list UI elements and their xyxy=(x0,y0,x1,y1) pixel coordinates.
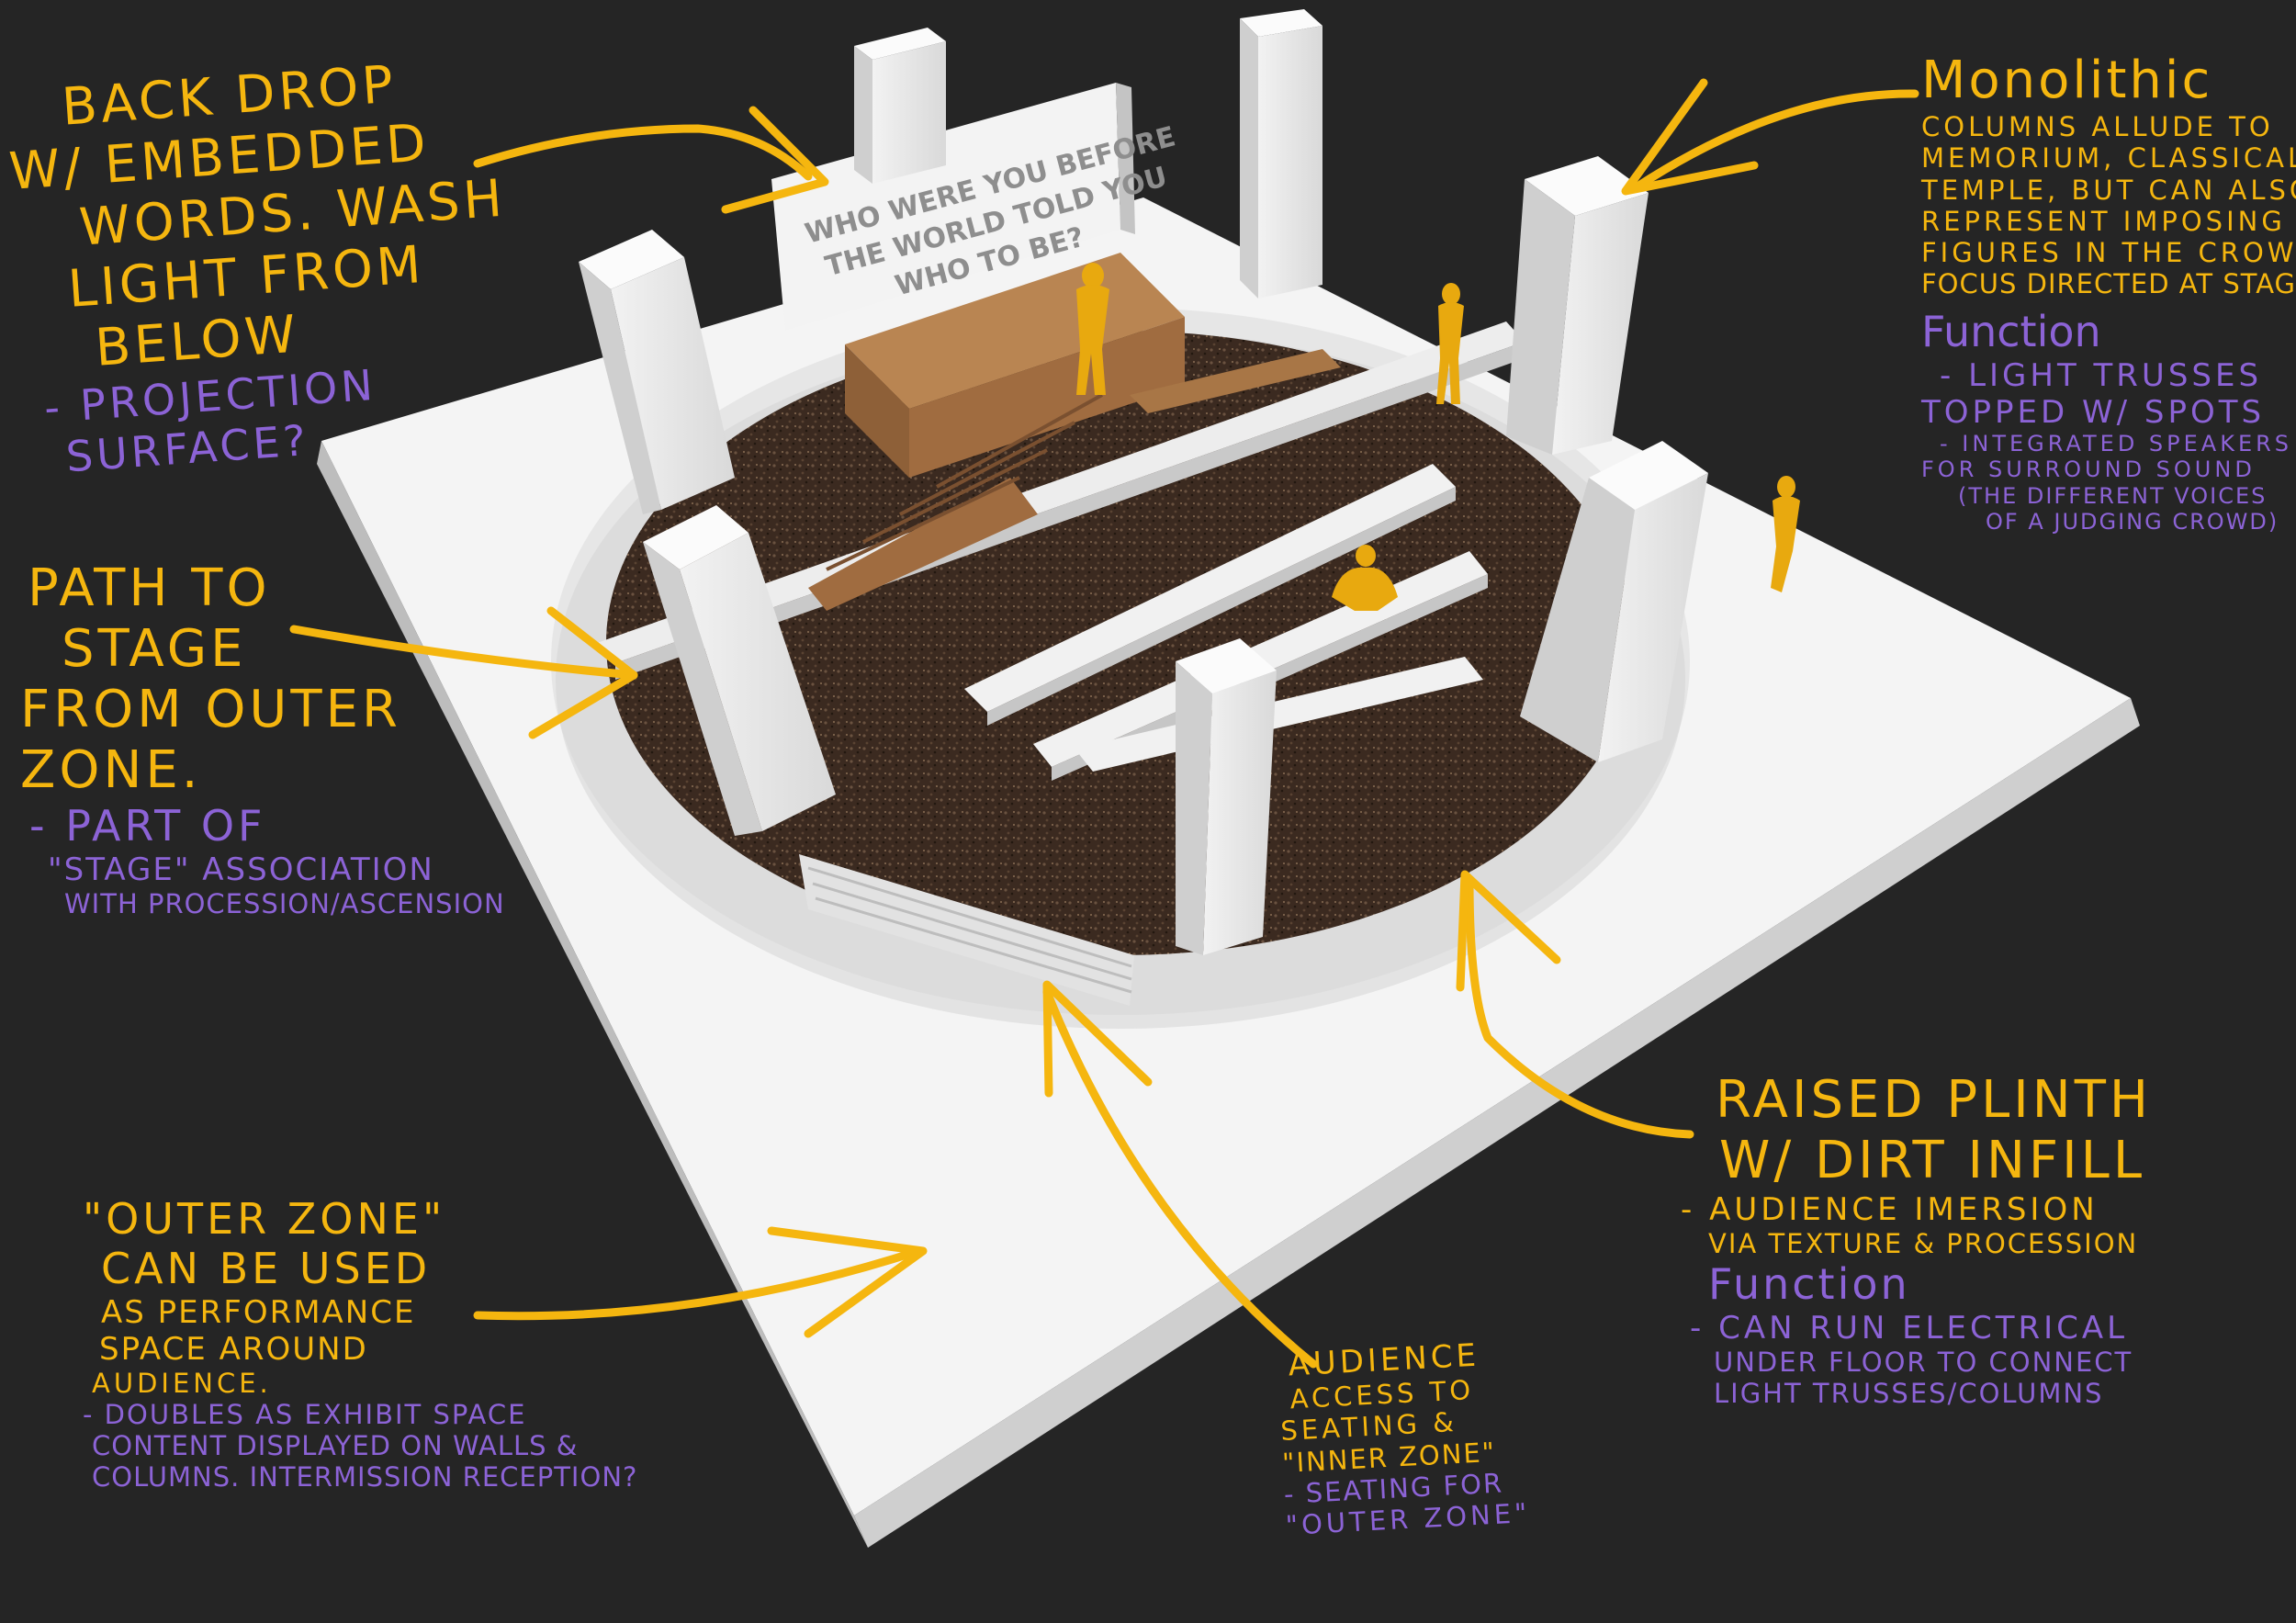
backdrop-wall-side xyxy=(1116,83,1135,234)
path-detail-line: - Part of xyxy=(29,801,266,851)
stage-stairs-steps xyxy=(826,393,1103,571)
monolithic-function-line: (THE DIFFERENT VOICES xyxy=(1958,482,2268,509)
annotation-audience: AUDIENCE ACCESS TO SEATING & "INNER ZONE… xyxy=(1277,1335,1532,1541)
arrow-path-head xyxy=(528,606,638,739)
monolithic-body-line: REPRESENT IMPOSING xyxy=(1921,205,2286,237)
base-platform-side xyxy=(317,441,868,1548)
path-detail-line: with PROCESSION/ASCENSION xyxy=(64,887,505,919)
bench-1-side xyxy=(987,487,1456,726)
bench-1 xyxy=(964,464,1456,712)
monolithic-body-line: Columns Allude to xyxy=(1921,111,2274,143)
column-back-left xyxy=(854,28,946,184)
plinth-function-label: Function xyxy=(1708,1259,1910,1310)
arrow-backdrop-head xyxy=(721,106,829,214)
arrow-plinth-head xyxy=(1456,870,1561,992)
side-stairs xyxy=(1130,349,1341,413)
arrow-monolithic xyxy=(1630,89,1919,193)
base-platform-edge xyxy=(854,698,2140,1548)
outer-zone-detail-line: CONTENT DISPLAYED ON WALLS & xyxy=(92,1430,579,1462)
monolithic-body-line: TEMPLE, But can also xyxy=(1921,174,2296,206)
plinth-function-line: LIGHT TRUSSES/COLUMNS xyxy=(1714,1378,2104,1410)
monolithic-function-line: - INTEGRATED SPEAKERS xyxy=(1940,430,2293,456)
outer-zone-heading-line: AUDIENCE. xyxy=(92,1367,272,1399)
monolithic-body-line: focus DIRECTED AT stage xyxy=(1921,268,2296,300)
column-front-right xyxy=(1520,441,1708,762)
path-heading-line: from outer xyxy=(20,680,401,740)
monolithic-function-label: Function xyxy=(1921,307,2101,357)
outer-zone-heading-line: AS PERFORMANCE xyxy=(101,1293,416,1331)
outer-zone-heading-line: CAN BE USED xyxy=(101,1244,432,1294)
outer-zone-heading-line: SPACE AROUND xyxy=(99,1330,368,1368)
plinth-function-line: - CAN RUN ELECTRICAL xyxy=(1690,1309,2129,1347)
outer-zone-detail-line: - DOUBLES AS EXHIBIT SPACE xyxy=(83,1398,527,1430)
monolithic-function-line: for SURROUND SOUND xyxy=(1921,456,2256,483)
path-heading-line: STAGE xyxy=(62,619,247,680)
monolithic-body-line: figures in the crowd, xyxy=(1921,236,2296,268)
annotation-monolithic: Monolithic Columns Allude to MEMORIUM, C… xyxy=(1921,51,2296,535)
entry-stairs-steps xyxy=(807,866,1132,994)
stage-block-side xyxy=(909,317,1185,478)
path-detail-line: "STAGE" association xyxy=(48,851,434,888)
annotation-backdrop: BACK DROP W/ EMBEDDED WORDS. WASH Light … xyxy=(3,48,523,484)
monolithic-function-line: Topped w/ Spots xyxy=(1921,393,2266,431)
figure-seated xyxy=(1332,545,1398,611)
stage-block-front xyxy=(845,344,909,478)
figure-by-path xyxy=(1436,283,1464,404)
plinth-function-line: UNDER FLOOR TO CONNECT xyxy=(1714,1346,2133,1378)
arrow-backdrop xyxy=(473,124,813,181)
path-heading-line: ZONE. xyxy=(20,740,202,801)
arrow-audience-head xyxy=(1042,980,1153,1098)
column-left xyxy=(579,230,735,514)
arrow-outer-zone xyxy=(473,1246,923,1321)
monolithic-body-line: MEMORIUM, Classical xyxy=(1921,142,2296,175)
plinth-body-line: VIA TEXTURE & PROCESSION xyxy=(1708,1228,2139,1260)
arrow-path xyxy=(289,625,638,680)
column-front-left xyxy=(643,505,836,836)
column-front-center xyxy=(1176,638,1277,955)
annotation-outer-zone: "OUTER ZONE" CAN BE USED AS PERFORMANCE … xyxy=(83,1194,637,1493)
monolithic-function-line: - Light Trusses xyxy=(1940,356,2263,394)
column-right xyxy=(1506,156,1649,455)
column-back-right xyxy=(1240,9,1322,299)
arrow-audience xyxy=(1042,987,1318,1369)
annotation-path: PATH TO STAGE from outer ZONE. - Part of… xyxy=(20,558,505,919)
figure-outer-zone xyxy=(1771,476,1800,592)
backdrop-wall xyxy=(771,83,1120,331)
arrow-plinth xyxy=(1465,877,1694,1139)
plinth-heading-line: RAISED PLINTH xyxy=(1716,1070,2153,1130)
annotation-arrows xyxy=(289,78,1919,1369)
arrow-outer-zone-head xyxy=(767,1226,928,1338)
stage-stairs xyxy=(808,478,1038,611)
plinth-heading-line: W/ DIRT INFILL xyxy=(1719,1131,2146,1191)
monolithic-function-line: of A JUDGING crowd) xyxy=(1986,508,2279,535)
monolithic-heading: Monolithic xyxy=(1921,51,2213,110)
path-heading-line: PATH TO xyxy=(28,558,271,618)
plinth-body-line: - AUDIENCE IMERSION xyxy=(1681,1191,2099,1229)
arrow-monolithic-head xyxy=(1621,78,1759,196)
outer-zone-detail-line: COLUMNS. INTERMISSION RECEPTION? xyxy=(92,1461,638,1493)
figure-on-stage xyxy=(1076,263,1109,395)
outer-zone-heading-line: "OUTER ZONE" xyxy=(83,1194,446,1244)
annotation-plinth: RAISED PLINTH W/ DIRT INFILL - AUDIENCE … xyxy=(1681,1070,2152,1409)
